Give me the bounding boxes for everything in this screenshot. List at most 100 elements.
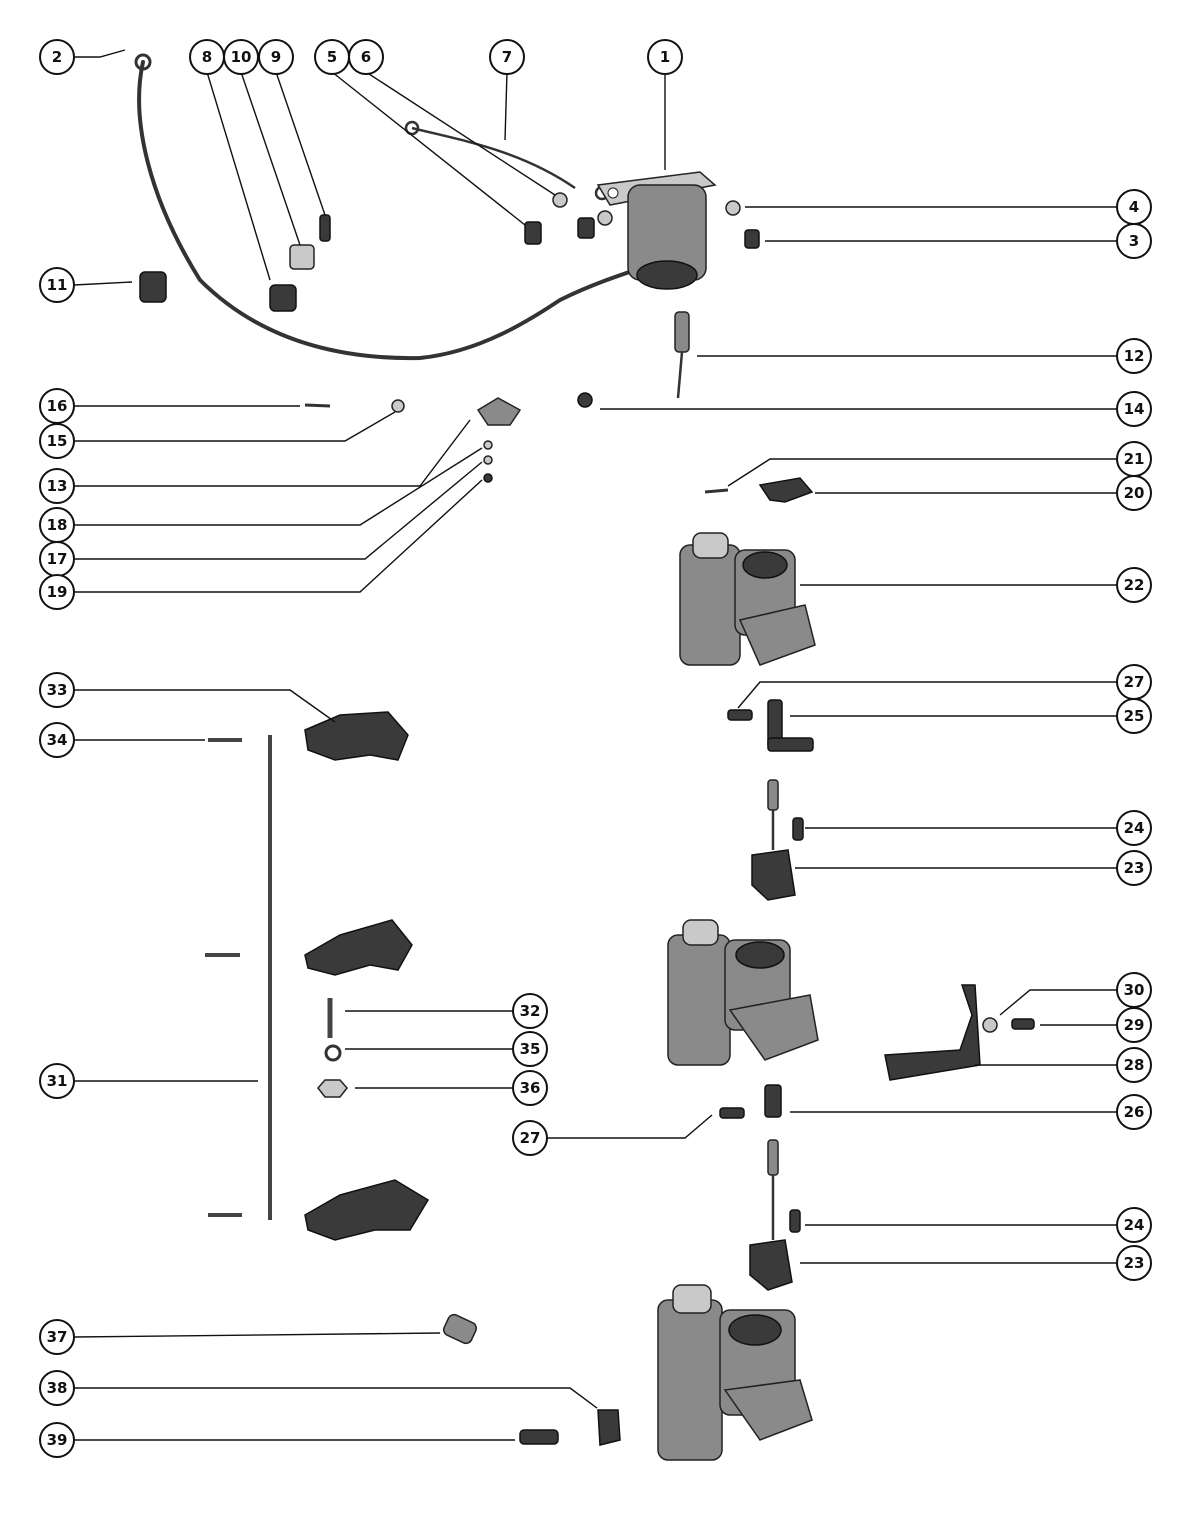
svg-text:34: 34 (47, 731, 68, 749)
svg-text:31: 31 (47, 1072, 68, 1090)
callout-23-top: 23 (1116, 850, 1152, 886)
svg-text:17: 17 (47, 550, 68, 568)
callout-33: 33 (39, 672, 75, 708)
callout-15: 15 (39, 423, 75, 459)
svg-text:23: 23 (1124, 859, 1145, 877)
svg-text:24: 24 (1124, 819, 1145, 837)
svg-text:13: 13 (47, 477, 68, 495)
washer-6-part (552, 192, 568, 208)
callout-8: 8 (189, 39, 225, 75)
ground-wire-part (137, 60, 652, 361)
callout-27-top: 27 (1116, 664, 1152, 700)
bracket-13-part (476, 397, 522, 426)
svg-text:21: 21 (1124, 450, 1145, 468)
leader-lines (73, 49, 1117, 1441)
callout-2: 2 (39, 39, 75, 75)
bracket-23-bottom-part (749, 1239, 793, 1291)
svg-text:25: 25 (1124, 707, 1145, 725)
screw-9-part (319, 214, 331, 242)
lockwasher-35-part (324, 1044, 342, 1062)
screw-27-top-part (727, 709, 753, 721)
callout-5: 5 (314, 39, 350, 75)
callout-38: 38 (39, 1370, 75, 1406)
callout-1: 1 (647, 39, 683, 75)
callout-28: 28 (1116, 1047, 1152, 1083)
callout-29: 29 (1116, 1007, 1152, 1043)
callout-17: 17 (39, 541, 75, 577)
nut-36-part (317, 1079, 348, 1098)
rod-end-23-bottom-part (767, 1139, 779, 1176)
svg-text:24: 24 (1124, 1216, 1145, 1234)
lever-20-part (758, 477, 814, 503)
callout-32: 32 (512, 993, 548, 1029)
clamp-10-part (289, 244, 315, 270)
svg-text:35: 35 (520, 1040, 541, 1058)
svg-text:10: 10 (231, 48, 252, 66)
callout-18: 18 (39, 507, 75, 543)
callout-4: 4 (1116, 189, 1152, 225)
screw-extra-part (577, 217, 595, 239)
screw-21-part (704, 488, 729, 494)
screw-16-part (304, 403, 331, 408)
washer-15-part (391, 399, 405, 413)
callout-25: 25 (1116, 698, 1152, 734)
bracket-28-part (884, 984, 981, 1081)
screw-3-part (744, 229, 760, 249)
terminal-12-part (674, 311, 690, 353)
carburetor-middle-part (667, 919, 819, 1066)
callout-20: 20 (1116, 475, 1152, 511)
svg-text:30: 30 (1124, 981, 1145, 999)
svg-text:6: 6 (361, 48, 371, 66)
svg-text:37: 37 (47, 1328, 68, 1346)
callout-6: 6 (348, 39, 384, 75)
callout-16: 16 (39, 388, 75, 424)
washer-30-part (982, 1017, 998, 1033)
callout-37: 37 (39, 1319, 75, 1355)
ground-strap-part (411, 126, 576, 190)
callout-24-bottom: 24 (1116, 1207, 1152, 1243)
callout-12: 12 (1116, 338, 1152, 374)
svg-text:16: 16 (47, 397, 68, 415)
callout-39: 39 (39, 1422, 75, 1458)
clip-38-part (597, 1409, 621, 1446)
nut-14-part (577, 392, 593, 408)
svg-text:22: 22 (1124, 576, 1145, 594)
callout-26: 26 (1116, 1094, 1152, 1130)
svg-text:23: 23 (1124, 1254, 1145, 1272)
svg-text:9: 9 (271, 48, 281, 66)
callout-24-top: 24 (1116, 810, 1152, 846)
callout-14: 14 (1116, 391, 1152, 427)
svg-text:27: 27 (520, 1129, 541, 1147)
svg-text:1: 1 (660, 48, 670, 66)
lever-33-middle-part (304, 919, 413, 976)
solenoid-part (596, 171, 717, 290)
grommet-8-part (269, 284, 297, 312)
callout-11: 11 (39, 267, 75, 303)
wire-eyelet-part (134, 53, 152, 71)
svg-text:39: 39 (47, 1431, 68, 1449)
callouts: 2 8 10 9 5 6 7 1 4 3 11 12 16 14 15 21 1… (39, 39, 1152, 1458)
screw-24-bottom-part (789, 1209, 801, 1233)
carburetor-bottom-part (657, 1284, 813, 1461)
screw-24-top-part (792, 817, 804, 841)
svg-text:11: 11 (47, 276, 68, 294)
screw-39-part (519, 1429, 559, 1445)
linkage-26-part (764, 1084, 782, 1118)
svg-text:19: 19 (47, 583, 68, 601)
svg-text:38: 38 (47, 1379, 68, 1397)
terminal-12-lead-part (676, 351, 684, 399)
svg-text:4: 4 (1129, 198, 1139, 216)
parts-illustrations (134, 53, 1035, 1461)
svg-text:12: 12 (1124, 347, 1145, 365)
svg-text:33: 33 (47, 681, 68, 699)
linkage-25-foot-part (767, 737, 814, 752)
callout-36: 36 (512, 1070, 548, 1106)
svg-text:15: 15 (47, 432, 68, 450)
washer-17-part (483, 455, 493, 465)
svg-text:14: 14 (1124, 400, 1145, 418)
svg-text:29: 29 (1124, 1016, 1145, 1034)
callout-10: 10 (223, 39, 259, 75)
lever-33-top-part (304, 711, 409, 761)
callout-30: 30 (1116, 972, 1152, 1008)
spring-37-part (442, 1313, 478, 1345)
